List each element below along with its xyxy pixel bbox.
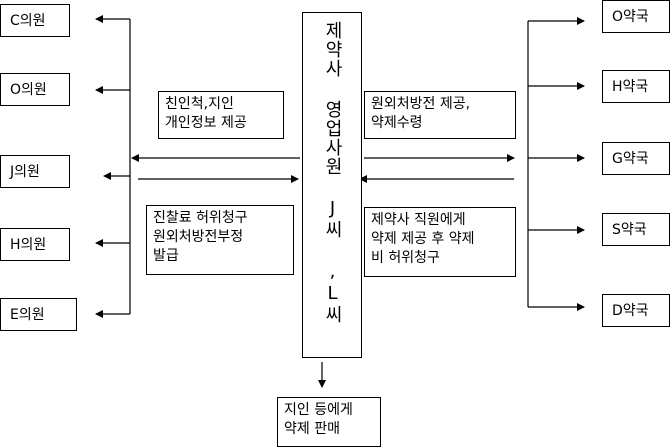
clinic-c-label: C의원 xyxy=(10,12,46,29)
pharmacy-s: S약국 xyxy=(602,213,670,246)
clinic-h: H의원 xyxy=(0,228,70,261)
note-personal-info-provided: 친인척,지인 개인정보 제공 xyxy=(158,91,284,139)
pharmacy-h-label: H약국 xyxy=(612,78,649,95)
pharmacy-o-label: O약국 xyxy=(612,8,649,25)
pharmacy-g-label: G약국 xyxy=(612,150,649,167)
clinic-e-label: E의원 xyxy=(10,306,45,323)
pharmacy-s-label: S약국 xyxy=(612,221,647,238)
pharmacy-d-label: D약국 xyxy=(612,302,649,319)
clinic-j-label: J의원 xyxy=(10,163,40,180)
clinic-o: O의원 xyxy=(0,73,70,106)
clinic-h-label: H의원 xyxy=(10,236,47,253)
pharmacy-g: G약국 xyxy=(602,142,670,175)
clinic-j: J의원 xyxy=(0,155,70,188)
note-false-claims-pharmacy: 제약사 직원에게 약제 제공 후 약제 비 허위청구 xyxy=(364,207,516,277)
clinic-c: C의원 xyxy=(0,4,70,37)
note-prescription-provided: 원외처방전 제공, 약제수령 xyxy=(364,91,516,139)
pharmacy-o: O약국 xyxy=(602,0,670,33)
note-false-claims-clinic: 진찰료 허위청구 원외처방전부정 발급 xyxy=(146,205,294,275)
pharmacy-h: H약국 xyxy=(602,70,670,103)
sales-rep-box: 제약사 영업사원 J씨 ,L씨 xyxy=(302,12,362,358)
pharmacy-d: D약국 xyxy=(602,294,670,327)
clinic-e: E의원 xyxy=(0,298,77,331)
clinic-o-label: O의원 xyxy=(10,81,47,98)
note-sale-to-acquaintances: 지인 등에게 약제 판매 xyxy=(277,397,381,447)
sales-rep-label: 제약사 영업사원 J씨 ,L씨 xyxy=(322,21,343,324)
